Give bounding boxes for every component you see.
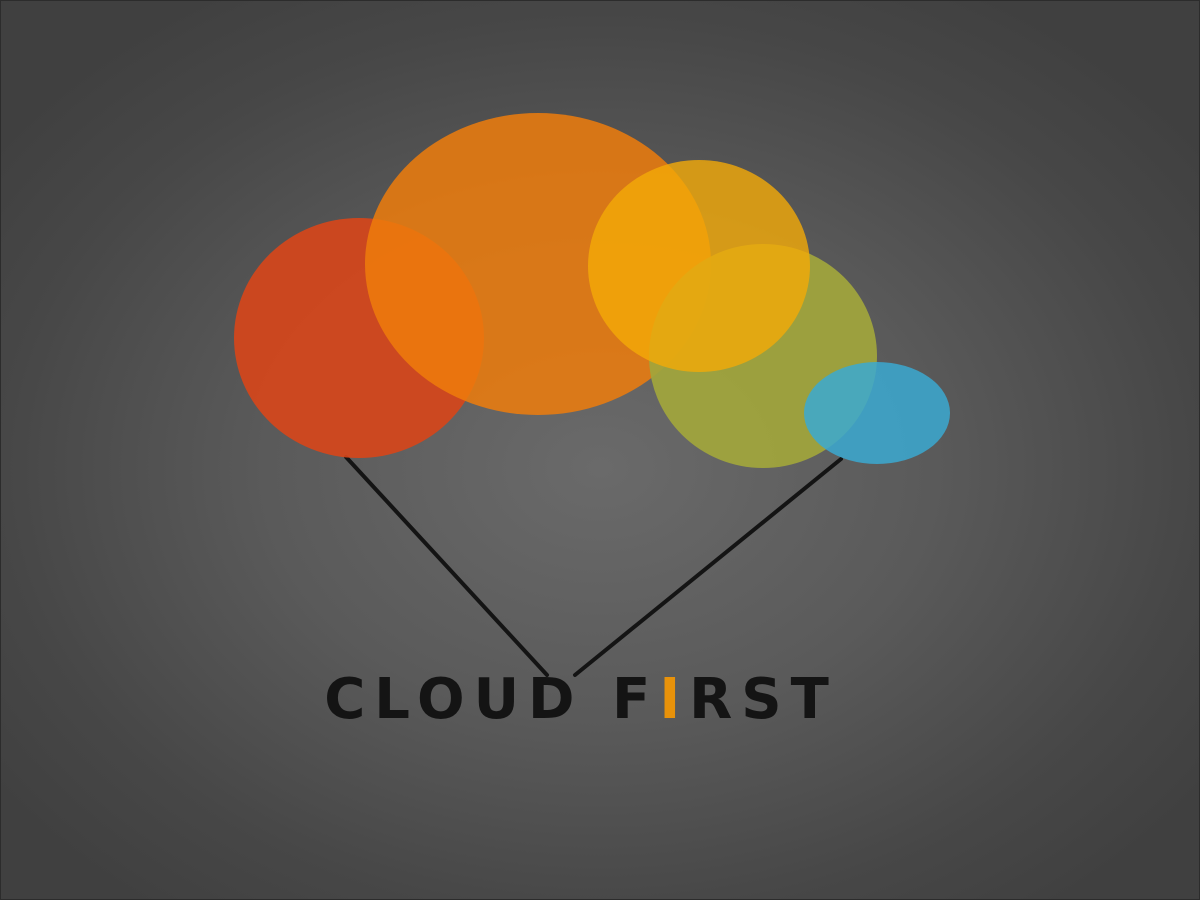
blue-circle <box>804 362 950 464</box>
wordmark-letter-f: F <box>612 667 660 732</box>
brand-wordmark: CLOUD FIRST <box>1 665 1161 735</box>
right-balloon-string <box>573 457 843 677</box>
wordmark-accent-letter: I <box>659 667 690 732</box>
left-balloon-string <box>344 455 549 677</box>
yellow-circle <box>588 160 810 372</box>
wordmark-word-one: CLOUD <box>324 667 584 732</box>
wordmark-letters-rst: RST <box>689 667 838 732</box>
